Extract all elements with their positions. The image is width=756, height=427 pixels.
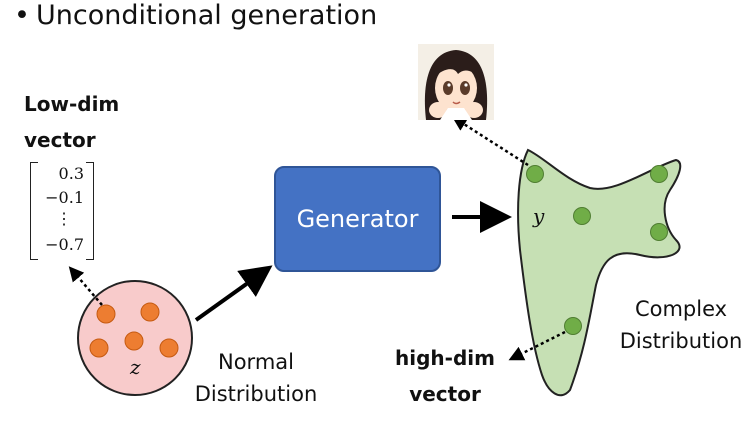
normal-line2: Distribution [194, 382, 318, 406]
dotted-arrow-avatar [451, 116, 529, 167]
generator-box: Generator [274, 166, 441, 272]
vector-ellipsis: ⋮ [56, 209, 72, 228]
z-variable: z [129, 355, 141, 379]
high-dim-label: high-dim vector [380, 340, 510, 412]
arrow-to-generator [194, 265, 273, 322]
low-dim-line1: Low-dim [24, 92, 120, 116]
data-dot [650, 165, 668, 183]
vector-entry: −0.7 [45, 235, 84, 254]
low-dim-line2: vector [24, 128, 96, 152]
low-dim-vector-matrix: 0.3 −0.1 ⋮ −0.7 [30, 162, 94, 260]
complex-line1: Complex [634, 297, 728, 321]
data-dot [573, 207, 591, 225]
title-text: Unconditional generation [36, 0, 378, 31]
data-dot [564, 317, 582, 335]
complex-distribution-blob [517, 148, 682, 397]
sample-dot [159, 338, 179, 358]
normal-line1: Normal [218, 350, 294, 374]
vector-entry: 0.3 [58, 164, 84, 183]
sample-dot [140, 302, 160, 322]
complex-distribution-label: Complex Distribution [606, 293, 756, 357]
dotted-arrow-high-dim [508, 330, 566, 361]
matrix-left-bracket [30, 162, 38, 260]
slide-title: •Unconditional generation [14, 0, 377, 31]
y-variable: y [532, 204, 545, 228]
sample-dot [89, 338, 109, 358]
vector-entry: −0.1 [45, 188, 84, 207]
data-dot [526, 165, 544, 183]
title-bullet: • [14, 0, 30, 31]
sample-dot [96, 304, 116, 324]
sample-dot [124, 331, 144, 351]
data-dot [650, 223, 668, 241]
high-dim-line2: vector [409, 382, 481, 406]
complex-line2: Distribution [619, 329, 743, 353]
dotted-arrow-low-dim [68, 266, 103, 306]
high-dim-line1: high-dim [395, 346, 495, 370]
anime-face-icon [418, 44, 494, 120]
generator-label: Generator [296, 205, 419, 233]
normal-distribution-label: Normal Distribution [186, 346, 326, 410]
matrix-right-bracket [86, 162, 94, 260]
low-dim-label: Low-dim vector [24, 86, 119, 158]
